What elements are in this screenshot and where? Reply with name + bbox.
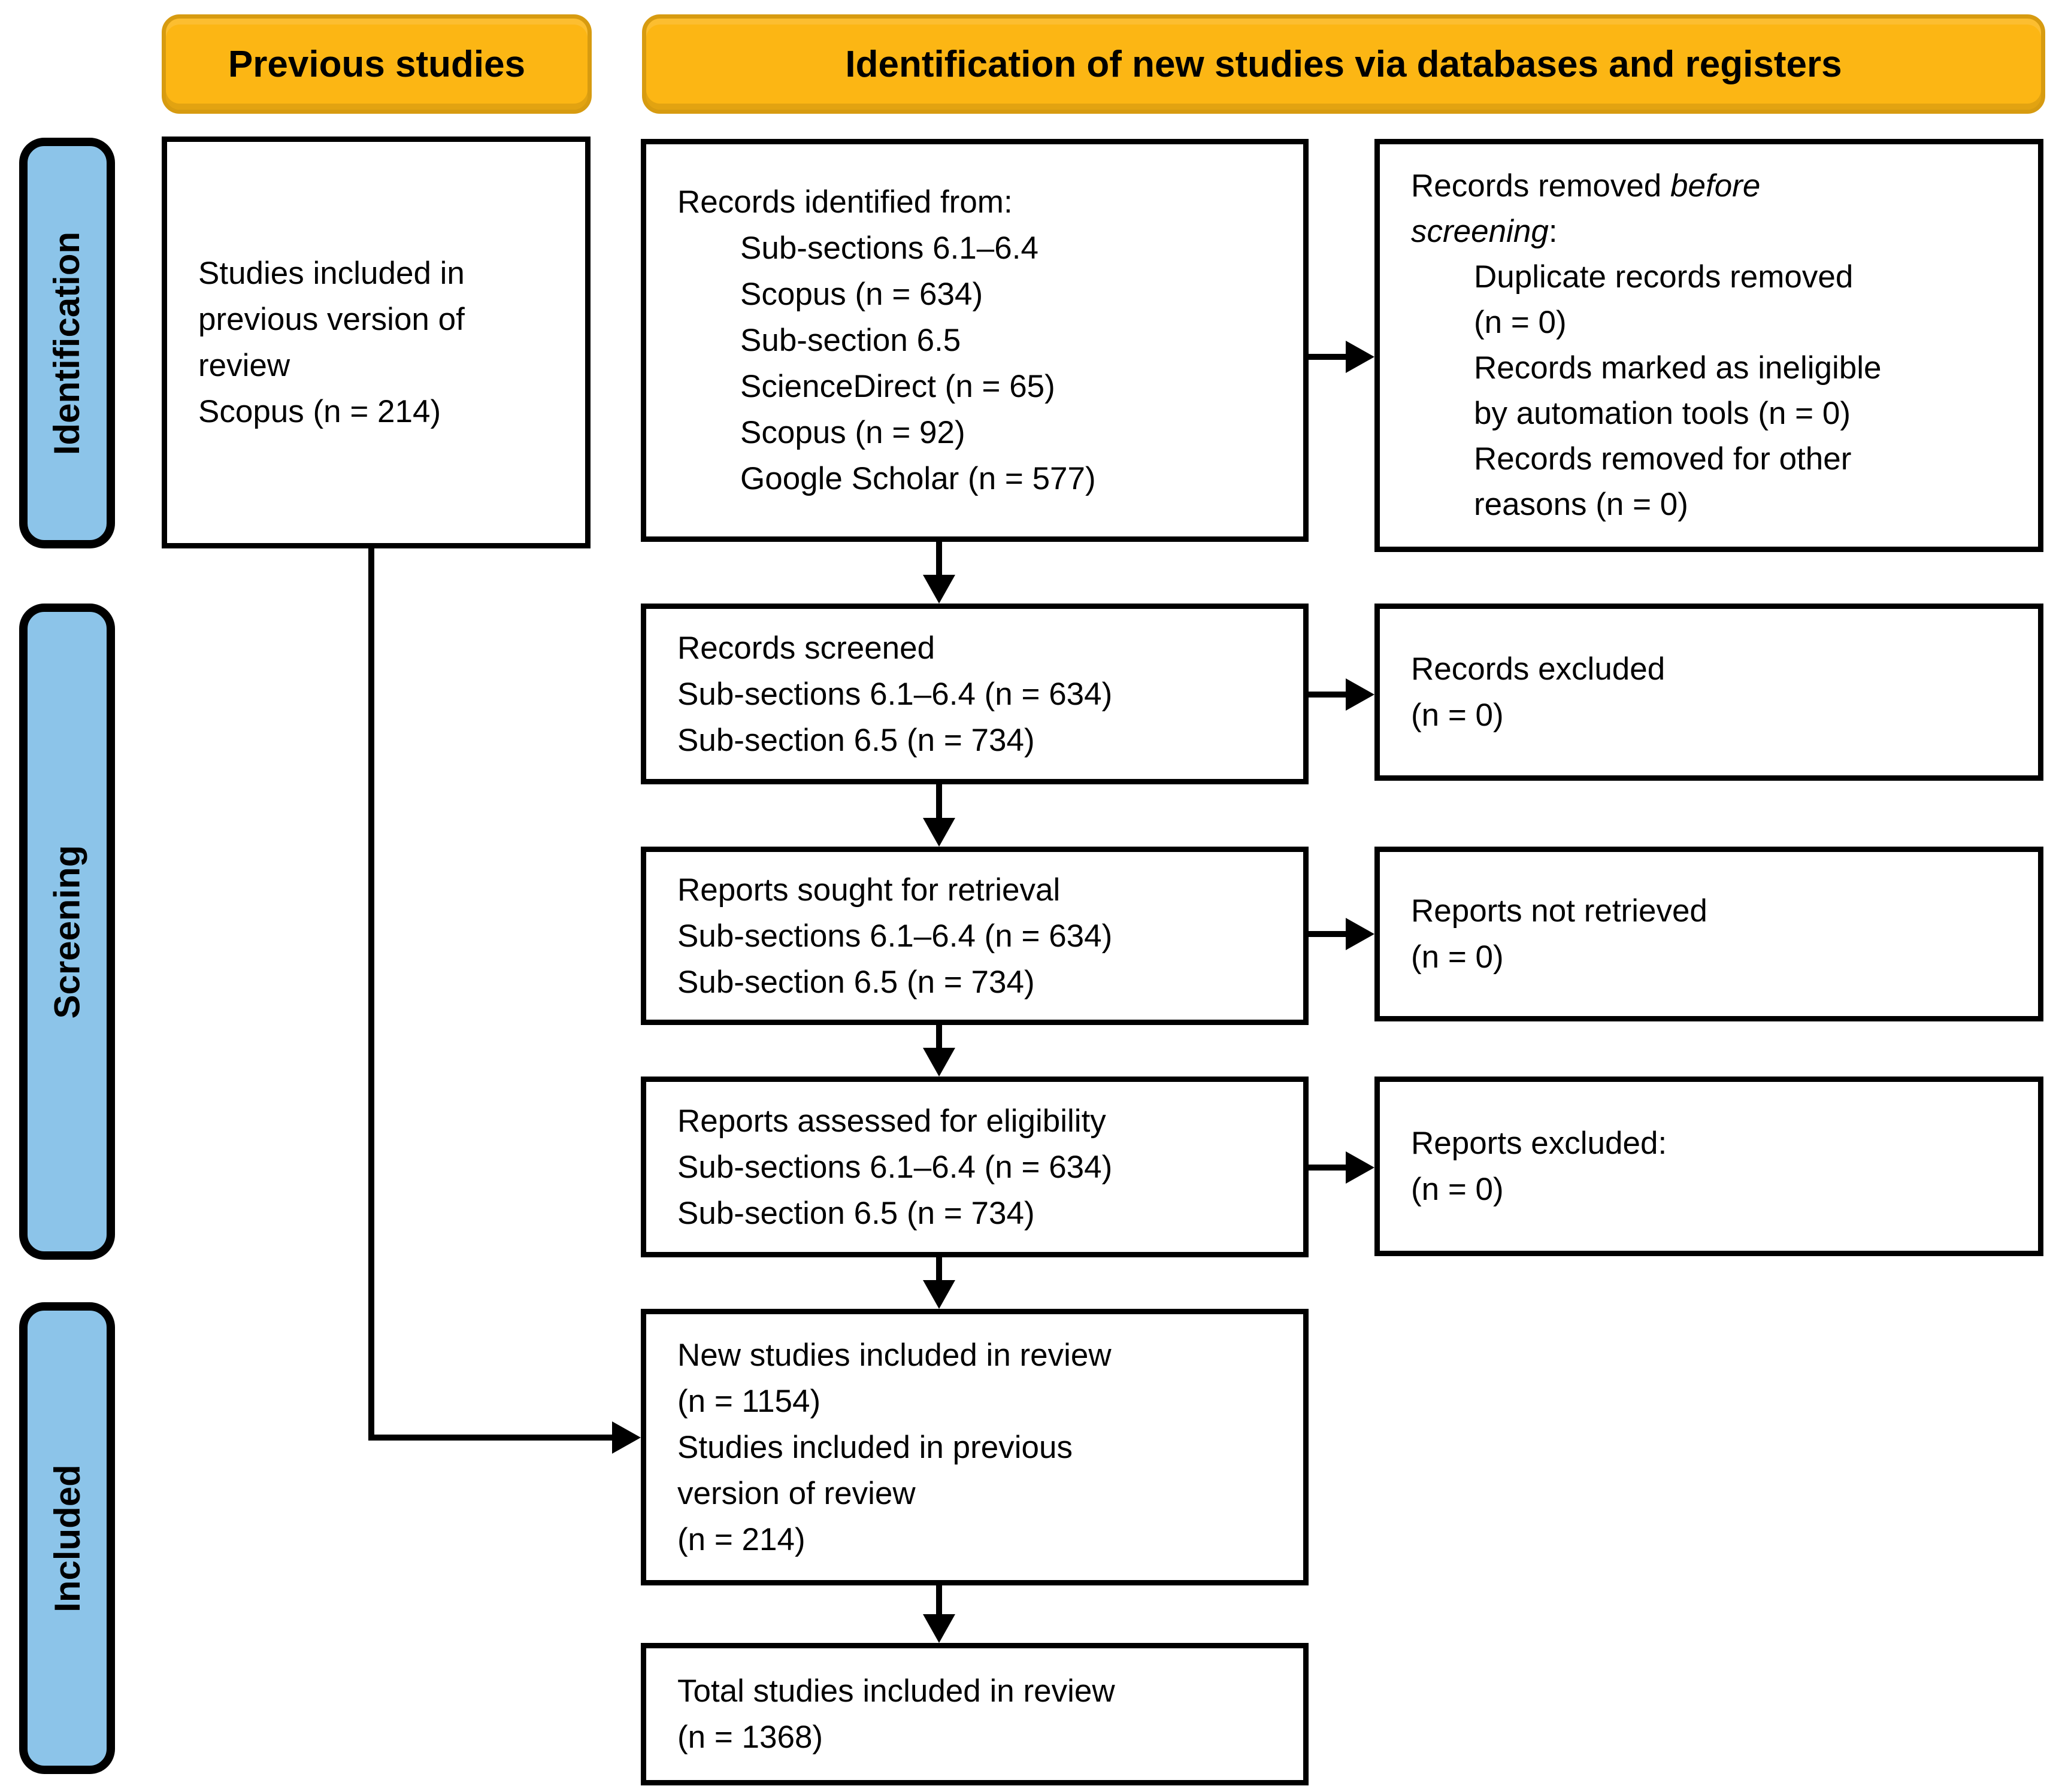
- arrow-sought-to-not-retrieved-stem: [1309, 931, 1349, 937]
- text-line: (n = 0): [1411, 698, 1504, 733]
- arrow-sought-to-not-retrieved-head-icon: [1346, 918, 1374, 950]
- arrow-identified-to-screened-head-icon: [923, 575, 955, 604]
- arrow-identified-to-removed-head-icon: [1346, 341, 1374, 373]
- connector-previous-to-new-horizontal: [368, 1435, 620, 1441]
- box-records-identified: Records identified from: Sub-sections 6.1…: [641, 139, 1309, 542]
- arrow-screened-to-sought-head-icon: [923, 818, 955, 847]
- arrow-identified-to-screened-stem: [936, 542, 942, 579]
- text-line: (n = 0): [1411, 1172, 1504, 1207]
- text-line: Records screened: [677, 630, 935, 666]
- text-line: (n = 214): [677, 1521, 806, 1557]
- arrow-sought-to-assessed-head-icon: [923, 1048, 955, 1077]
- header-identification-new-studies-label: Identification of new studies via databa…: [845, 43, 1842, 85]
- box-records-excluded: Records excluded (n = 0): [1374, 604, 2043, 781]
- text-line: New studies included in review: [677, 1337, 1112, 1373]
- arrow-assessed-to-reports-excluded-stem: [1309, 1165, 1349, 1171]
- text-line: Sub-section 6.5 (n = 734): [677, 722, 1035, 758]
- connector-previous-to-new-head-icon: [612, 1421, 641, 1454]
- stage-included: Included: [19, 1302, 115, 1774]
- text-line: Sub-sections 6.1–6.4 (n = 634): [677, 1149, 1113, 1185]
- text-line: ScienceDirect (n = 65): [740, 369, 1055, 404]
- text-line: Records excluded: [1411, 651, 1666, 687]
- stage-included-label: Included: [47, 1464, 87, 1612]
- arrow-screened-to-sought-stem: [936, 784, 942, 821]
- text-line: Studies included in previous: [677, 1429, 1073, 1465]
- text-line: (n = 1368): [677, 1720, 823, 1755]
- text-line: Scopus (n = 214): [198, 394, 441, 429]
- text-line: Records removed for other: [1474, 441, 1852, 477]
- text-line: Sub-section 6.5 (n = 734): [677, 1195, 1035, 1231]
- box-reports-not-retrieved: Reports not retrieved (n = 0): [1374, 847, 2043, 1021]
- text-line: Google Scholar (n = 577): [740, 461, 1096, 496]
- text-line: reasons (n = 0): [1474, 487, 1688, 522]
- text-line: Studies included in: [198, 256, 465, 291]
- text-line: review: [198, 348, 290, 383]
- arrow-assessed-to-new-head-icon: [923, 1280, 955, 1309]
- text-line: Sub-section 6.5 (n = 734): [677, 964, 1035, 1000]
- arrow-assessed-to-reports-excluded-head-icon: [1346, 1151, 1374, 1184]
- text-line: Duplicate records removed: [1474, 259, 1854, 295]
- text-line: Reports not retrieved: [1411, 893, 1707, 929]
- text-line: previous version of: [198, 302, 465, 337]
- text-line: Total studies included in review: [677, 1673, 1115, 1709]
- text-line: Records identified from:: [677, 184, 1013, 220]
- arrow-new-to-total-head-icon: [923, 1614, 955, 1643]
- text-line: by automation tools (n = 0): [1474, 396, 1851, 431]
- connector-previous-to-new-vertical: [368, 546, 374, 1441]
- arrow-screened-to-excluded-head-icon: [1346, 678, 1374, 711]
- header-previous-studies-label: Previous studies: [228, 43, 526, 85]
- box-records-removed-before-screening: Records removed before screening: Duplicat…: [1374, 139, 2043, 552]
- text-line: Reports excluded:: [1411, 1126, 1667, 1161]
- text-line: Records marked as ineligible: [1474, 350, 1882, 386]
- text-line: (n = 0): [1474, 305, 1567, 340]
- text-line: screening:: [1411, 214, 1558, 249]
- box-previous-studies: Studies included in previous version of re…: [162, 137, 591, 548]
- stage-identification: Identification: [19, 138, 115, 548]
- box-new-studies-included: New studies included in review (n = 1154)…: [641, 1309, 1309, 1585]
- text-line: Records removed before: [1411, 168, 1761, 204]
- arrow-screened-to-excluded-stem: [1309, 692, 1349, 698]
- text-line: Sub-sections 6.1–6.4: [740, 231, 1038, 266]
- text-line: Scopus (n = 634): [740, 277, 983, 312]
- text-line: Sub-section 6.5: [740, 323, 961, 358]
- text-line: Scopus (n = 92): [740, 415, 965, 450]
- text-line: (n = 1154): [677, 1383, 821, 1419]
- stage-screening-label: Screening: [47, 844, 87, 1019]
- box-total-studies-included: Total studies included in review (n = 136…: [641, 1643, 1309, 1785]
- text-line: version of review: [677, 1475, 916, 1511]
- stage-identification-label: Identification: [47, 231, 87, 455]
- arrow-new-to-total-stem: [936, 1585, 942, 1618]
- text-line: Reports assessed for eligibility: [677, 1103, 1106, 1139]
- arrow-assessed-to-new-stem: [936, 1257, 942, 1284]
- text-line: (n = 0): [1411, 939, 1504, 975]
- text-line: Sub-sections 6.1–6.4 (n = 634): [677, 676, 1113, 712]
- text-line: Reports sought for retrieval: [677, 872, 1061, 908]
- stage-screening: Screening: [19, 604, 115, 1260]
- arrow-sought-to-assessed-stem: [936, 1025, 942, 1051]
- header-identification-new-studies: Identification of new studies via databa…: [642, 14, 2045, 114]
- text-line: Sub-sections 6.1–6.4 (n = 634): [677, 918, 1113, 954]
- box-reports-excluded: Reports excluded: (n = 0): [1374, 1077, 2043, 1256]
- arrow-identified-to-removed-stem: [1309, 354, 1349, 360]
- header-previous-studies: Previous studies: [162, 14, 592, 114]
